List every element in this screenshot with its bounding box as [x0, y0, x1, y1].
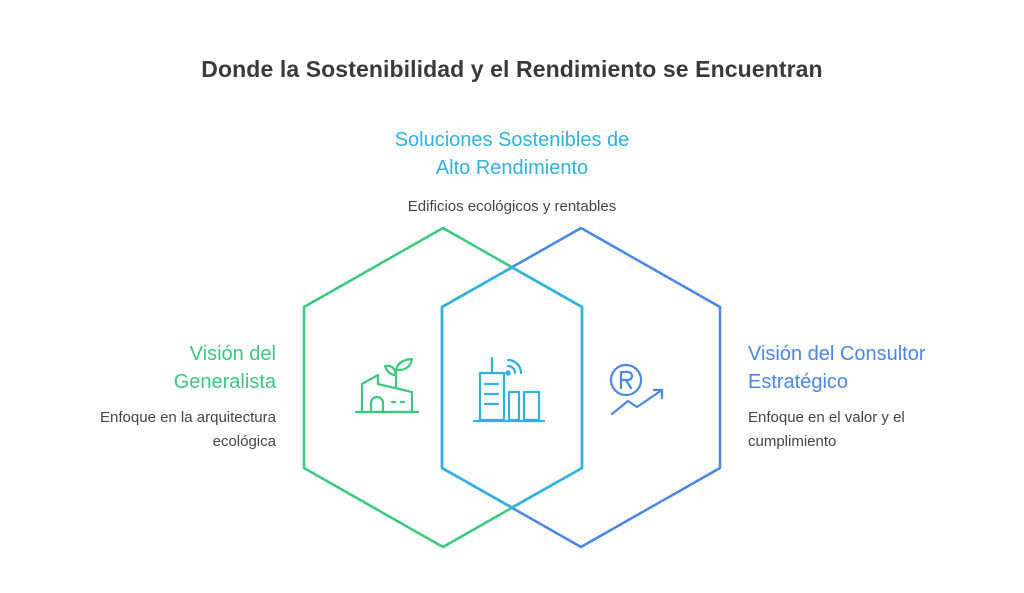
- center-label-group: Soluciones Sostenibles de Alto Rendimien…: [312, 126, 712, 215]
- right-heading-line-2: Estratégico: [748, 371, 849, 393]
- right-description: Enfoque en el valor y el cumplimiento: [748, 406, 1008, 454]
- left-description: Enfoque en la arquitectura ecológica: [40, 406, 276, 454]
- overlap-region: [440, 266, 584, 509]
- right-description-line-2: cumplimiento: [748, 433, 837, 450]
- center-heading-line-1: Soluciones Sostenibles de: [394, 129, 630, 151]
- building-signal-icon: [472, 356, 546, 423]
- compliance-growth-icon: [609, 363, 664, 416]
- left-description-line-2: ecológica: [212, 433, 276, 450]
- center-description: Edificios ecológicos y rentables: [407, 198, 617, 215]
- left-heading: Visión del Generalista: [40, 340, 276, 396]
- left-description-line-1: Enfoque en la arquitectura: [100, 409, 276, 426]
- eco-factory-plant-icon: [354, 357, 420, 414]
- left-heading-line-1: Visión del: [189, 343, 276, 365]
- diagram-title: Donde la Sostenibilidad y el Rendimiento…: [201, 56, 823, 82]
- right-heading-line-1: Visión del Consultor: [748, 343, 926, 365]
- right-label-group: Visión del Consultor Estratégico Enfoque…: [748, 340, 1008, 454]
- center-heading-line-2: Alto Rendimiento: [435, 157, 589, 179]
- right-heading: Visión del Consultor Estratégico: [748, 340, 1008, 396]
- left-heading-line-2: Generalista: [173, 371, 276, 393]
- left-label-group: Visión del Generalista Enfoque en la arq…: [40, 340, 276, 454]
- right-description-line-1: Enfoque en el valor y el: [748, 409, 905, 426]
- center-heading: Soluciones Sostenibles de Alto Rendimien…: [312, 126, 712, 182]
